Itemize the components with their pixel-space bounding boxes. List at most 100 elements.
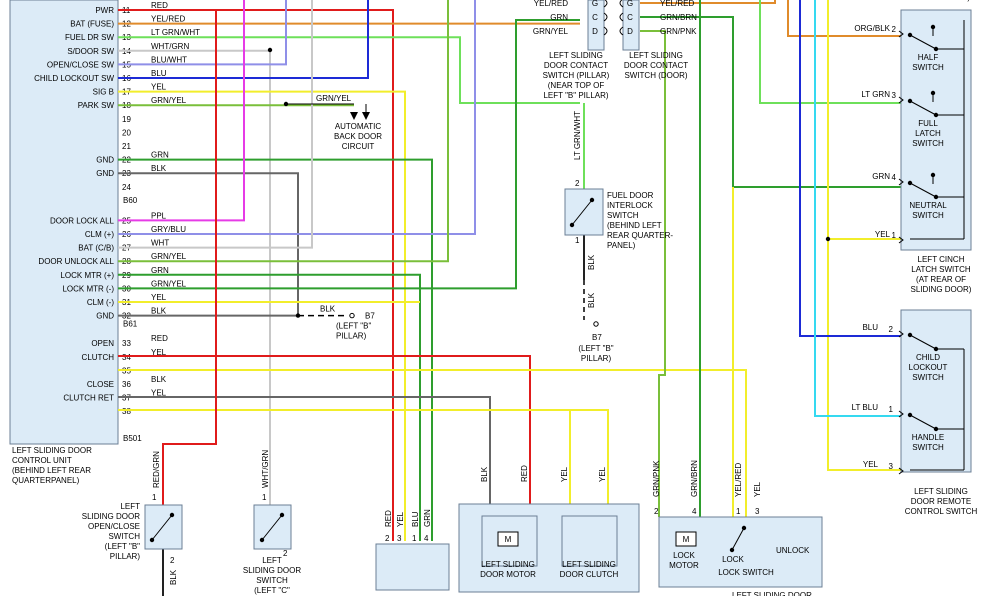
splice-dot: [907, 412, 913, 418]
pin-function-label: BAT (FUSE): [70, 20, 114, 29]
contact-switch-door-box: [622, 0, 640, 51]
wire-color-label: YEL: [151, 348, 167, 357]
remote-switch-name: SWITCH: [912, 443, 944, 452]
contact-pillar-wire: GRN: [550, 13, 568, 22]
wire-openclose-redgrn: [162, 10, 217, 505]
cinch-label: LEFT CINCH: [918, 255, 965, 264]
bottom-pin-label: 1: [412, 534, 417, 543]
remote-wire-label: BLU: [862, 323, 878, 332]
openclose-wire-label: RED/GRN: [152, 451, 161, 488]
wire-gnd-grn: [118, 158, 433, 541]
contact-icon: [603, 0, 608, 8]
pin-number-label: 38: [122, 407, 131, 416]
arrow-icon: [362, 112, 370, 120]
wire-color-label: GRN: [151, 266, 169, 275]
splice-dot: [729, 547, 735, 553]
chevron-icon: [898, 330, 904, 338]
wire-door-yelred: [640, 0, 776, 4]
clutch-label: LEFT SLIDING: [562, 560, 616, 569]
contact-door-pin: C: [627, 13, 633, 22]
wire-sigb-yel: [118, 90, 406, 541]
switch-contact: [151, 514, 173, 541]
doorsw-label: LEFT: [262, 556, 282, 565]
lock-pin-label: 3: [755, 507, 760, 516]
wire-close-blk: [118, 396, 491, 516]
fuel-wire-label: BLK: [587, 292, 596, 308]
cinch-switch-name: SWITCH: [912, 139, 944, 148]
contact-door-wire: GRN/PNK: [660, 27, 697, 36]
wire-color-label: GRN/YEL: [151, 252, 187, 261]
contact-door-pin: D: [627, 27, 633, 36]
bottom-connector-box: [375, 543, 450, 591]
connector-label: B60: [123, 196, 138, 205]
contact-door-pin: G: [627, 0, 633, 8]
remote-label: DOOR REMOTE: [911, 497, 971, 506]
wire-remote-ltblu: [814, 0, 901, 417]
wire-color-label: BLK: [151, 375, 167, 384]
pin-function-label: CLUTCH: [82, 353, 115, 362]
wire-childlock-blu: [118, 0, 369, 79]
contact-pillar-label: LEFT "B" PILLAR): [543, 91, 608, 100]
wire-unlock-grnyel: [118, 0, 449, 263]
openclose-pin-label: 2: [170, 556, 175, 565]
splice-dot: [589, 197, 595, 203]
arrow-icon: [350, 112, 358, 120]
fuel-switch-label: INTERLOCK: [607, 201, 653, 210]
lock-label: LOCK: [722, 555, 744, 564]
pin-number-label: 36: [122, 380, 131, 389]
fuel-switch-label: (BEHIND LEFT: [607, 221, 662, 230]
contact-pillar-pin: G: [592, 0, 598, 8]
splice-dot: [259, 537, 265, 543]
splice-dot: [825, 236, 831, 242]
wire-color-label: WHT/GRN: [151, 42, 189, 51]
doorsw-label: (LEFT "C": [254, 586, 290, 595]
remote-switch-name: CHILD: [916, 353, 940, 362]
motor-icon: [497, 531, 519, 547]
pin-number-label: 34: [122, 353, 131, 362]
bottom-wire-label: RED: [384, 510, 393, 527]
pin-function-label: CLM (-): [87, 298, 114, 307]
bottom-wire-label: BLU: [411, 511, 420, 527]
cinch-label: SLIDING DOOR): [911, 285, 972, 294]
cinch-top-label: SLIDING DOOR): [909, 0, 970, 2]
splice-dot: [930, 24, 936, 30]
remote-label: LEFT SLIDING: [914, 487, 968, 496]
pin-function-label: CLUTCH RET: [63, 394, 114, 403]
ground-location-label: (LEFT "B": [336, 322, 371, 331]
chevron-icon: [898, 178, 904, 186]
wire-clutchret-yel: [118, 409, 609, 516]
wire-clm-grybul: [118, 0, 476, 235]
wire-gnd-blk: [118, 172, 299, 316]
wire-color-label: GRN: [151, 151, 169, 160]
fuel-switch-label: SWITCH: [607, 211, 639, 220]
remote-switch-name: HANDLE: [912, 433, 944, 442]
pin-function-label: PWR: [95, 6, 114, 15]
fuel-wire-label: BLK: [587, 254, 596, 270]
fuel-ground-label: B7: [592, 333, 602, 342]
contact-door-wire: GRN/BRN: [660, 13, 697, 22]
splice-dot: [907, 332, 913, 338]
cinch-wire-label: ORG/BLK: [854, 24, 890, 33]
contact-door-label: LEFT SLIDING: [629, 51, 683, 60]
pin-number-label: 20: [122, 128, 131, 137]
pin-function-label: GND: [96, 169, 114, 178]
switch-contact: [909, 414, 937, 430]
fuel-wire-label: LT GRN/WHT: [573, 111, 582, 160]
cinch-wire-label: LT GRN: [861, 90, 890, 99]
pin-function-label: GND: [96, 156, 114, 165]
cinch-switch-name: HALF: [918, 53, 939, 62]
park-wire-label: GRN/YEL: [316, 94, 352, 103]
fuel-switch-label: PANEL): [607, 241, 636, 250]
bottom-pin-label: 4: [424, 534, 429, 543]
pin-function-label: CLOSE: [87, 380, 114, 389]
motor-wire-label: RED: [520, 465, 529, 482]
lock-switch-label: LOCK SWITCH: [718, 568, 774, 577]
openclose-label: SLIDING DOOR: [82, 512, 140, 521]
wire-color-label: YEL: [151, 83, 167, 92]
ground-location-label: PILLAR): [336, 332, 367, 341]
fuel-pin-label: 2: [575, 179, 580, 188]
clutch-wire-label: YEL: [560, 466, 569, 482]
openclose-pin-label: 1: [152, 493, 157, 502]
